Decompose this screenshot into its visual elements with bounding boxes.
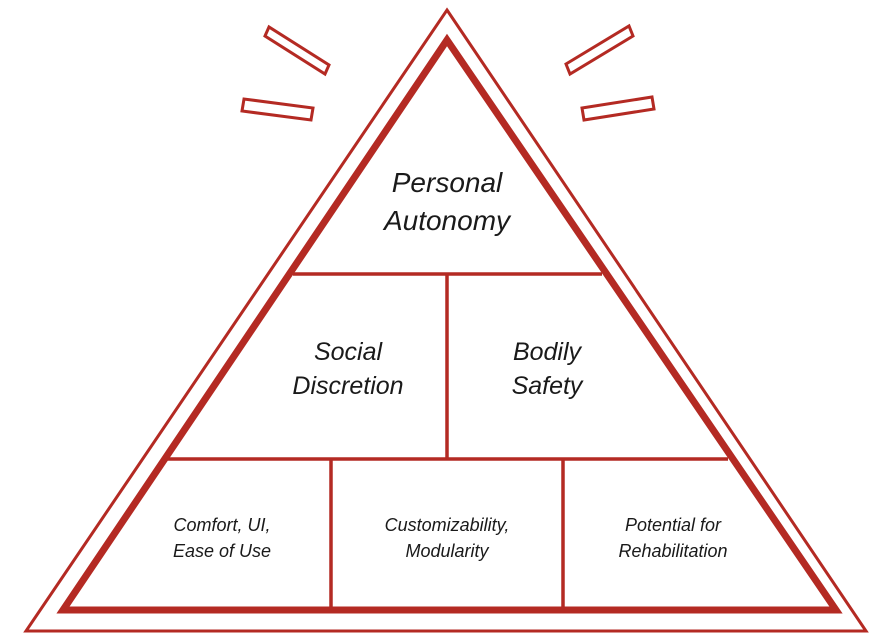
tier-bottom-customizability: Customizability, Modularity	[385, 512, 510, 564]
tier-top-line1: Personal	[391, 167, 503, 198]
tier-middle-social-discretion: Social Discretion	[292, 335, 403, 403]
tier-middle-right-line1: Bodily	[512, 338, 582, 366]
ray-left-upper	[263, 24, 331, 77]
tier-middle-bodily-safety: Bodily Safety	[512, 335, 583, 403]
tier-top-line2: Autonomy	[383, 205, 511, 236]
tier-top-personal-autonomy: Personal Autonomy	[384, 164, 510, 240]
tier-bottom-left-line2: Ease of Use	[172, 541, 272, 561]
tier-bottom-comfort-ui: Comfort, UI, Ease of Use	[173, 512, 271, 564]
tier-middle-right-line2: Safety	[511, 372, 583, 400]
ray-right-upper	[564, 23, 635, 77]
tier-bottom-left-line1: Comfort, UI,	[173, 515, 271, 535]
tier-middle-left-line1: Social	[313, 338, 383, 366]
inner-triangle	[56, 33, 843, 614]
tier-bottom-right-line2: Rehabilitation	[618, 541, 728, 561]
tier-bottom-right-line1: Potential for	[624, 515, 722, 535]
tier-middle-left-line2: Discretion	[292, 372, 404, 400]
outer-triangle	[23, 7, 869, 633]
tier-bottom-center-line2: Modularity	[405, 541, 489, 561]
ray-left-lower	[240, 97, 315, 122]
ray-right-lower	[580, 95, 656, 122]
tier-bottom-center-line1: Customizability,	[384, 515, 510, 535]
tier-bottom-rehabilitation: Potential for Rehabilitation	[618, 512, 727, 564]
